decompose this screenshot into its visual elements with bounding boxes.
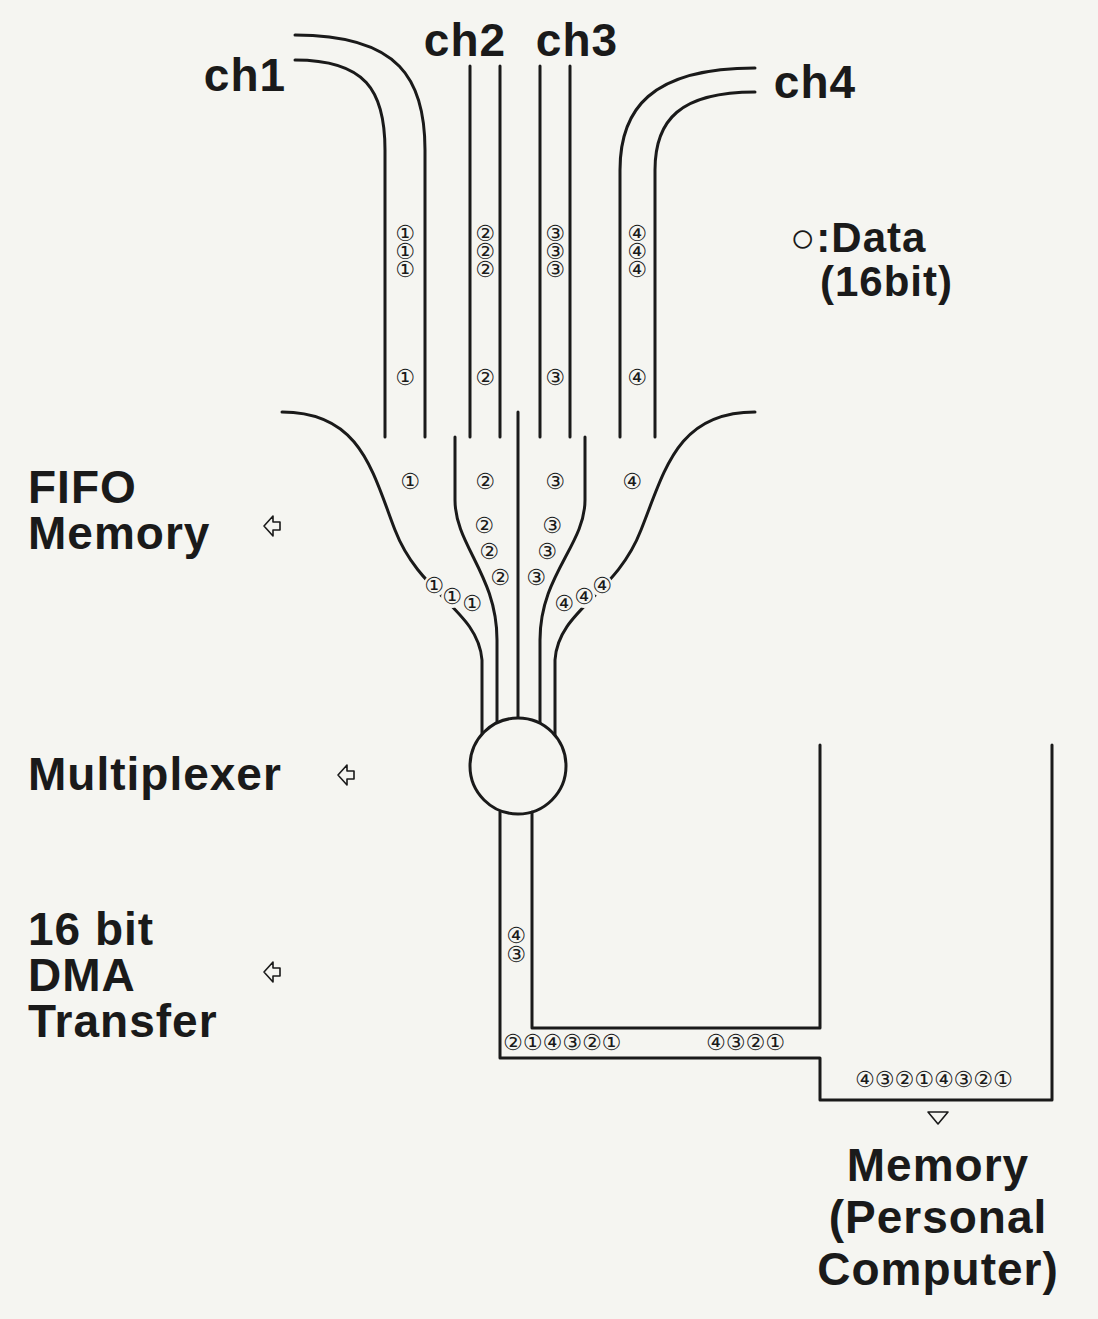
pointer-arrow — [928, 1112, 948, 1124]
channel-label: ch4 — [774, 55, 856, 109]
data-word: ③ — [525, 567, 547, 589]
data-note: ○:Data (16bit) — [790, 216, 1050, 304]
fifo-divider — [517, 412, 520, 740]
data-word: ④ — [573, 586, 595, 608]
tube-wall — [295, 60, 385, 437]
channel-label: ch3 — [536, 13, 618, 67]
tube-wall — [295, 35, 425, 437]
tube-wall — [655, 92, 755, 437]
fifo-wall — [282, 412, 482, 740]
data-word: ② — [474, 471, 496, 493]
tube-wall — [539, 66, 542, 437]
data-word-run: ④③②① — [706, 1032, 785, 1054]
data-word: ② — [489, 567, 511, 589]
data-word: ① — [394, 367, 416, 389]
part-label: FIFO Memory — [28, 464, 238, 556]
pointer-arrow — [338, 765, 354, 785]
part-label: Multiplexer — [28, 751, 328, 797]
data-word: ④ — [626, 259, 648, 281]
memory-container-wall — [500, 745, 1052, 1100]
multiplexer-circle — [470, 718, 566, 814]
tube-wall — [469, 66, 472, 437]
data-word: ③ — [544, 471, 566, 493]
fifo-divider — [455, 437, 497, 740]
data-word: ③ — [536, 541, 558, 563]
data-word-run: ②①④③②① — [503, 1032, 621, 1054]
data-word: ① — [394, 259, 416, 281]
tube-wall — [569, 66, 572, 437]
data-word: ③ — [544, 367, 566, 389]
data-word: ② — [478, 541, 500, 563]
pointer-arrow — [264, 962, 280, 982]
data-word: ① — [461, 593, 483, 615]
fifo-wall — [555, 412, 755, 740]
dma-pipe-wall — [532, 745, 820, 1028]
pointer-arrow — [264, 516, 280, 536]
channel-label: ch1 — [204, 48, 286, 102]
data-word-run: ④③②①④③②① — [855, 1069, 1013, 1091]
data-word: ④ — [626, 367, 648, 389]
data-word: ② — [473, 515, 495, 537]
data-word: ④ — [621, 471, 643, 493]
part-label: 16 bit DMA Transfer — [28, 906, 238, 1044]
data-word: ③ — [544, 259, 566, 281]
data-word: ④ — [553, 593, 575, 615]
data-word: ② — [474, 259, 496, 281]
data-word: ① — [441, 586, 463, 608]
data-word: ② — [474, 367, 496, 389]
data-word: ③ — [541, 515, 563, 537]
memory-label: Memory (Personal Computer) — [813, 1139, 1063, 1295]
tube-wall — [499, 66, 502, 437]
channel-label: ch2 — [424, 13, 506, 67]
data-word: ③ — [505, 944, 527, 966]
data-word: ① — [399, 471, 421, 493]
tube-wall — [620, 68, 755, 437]
